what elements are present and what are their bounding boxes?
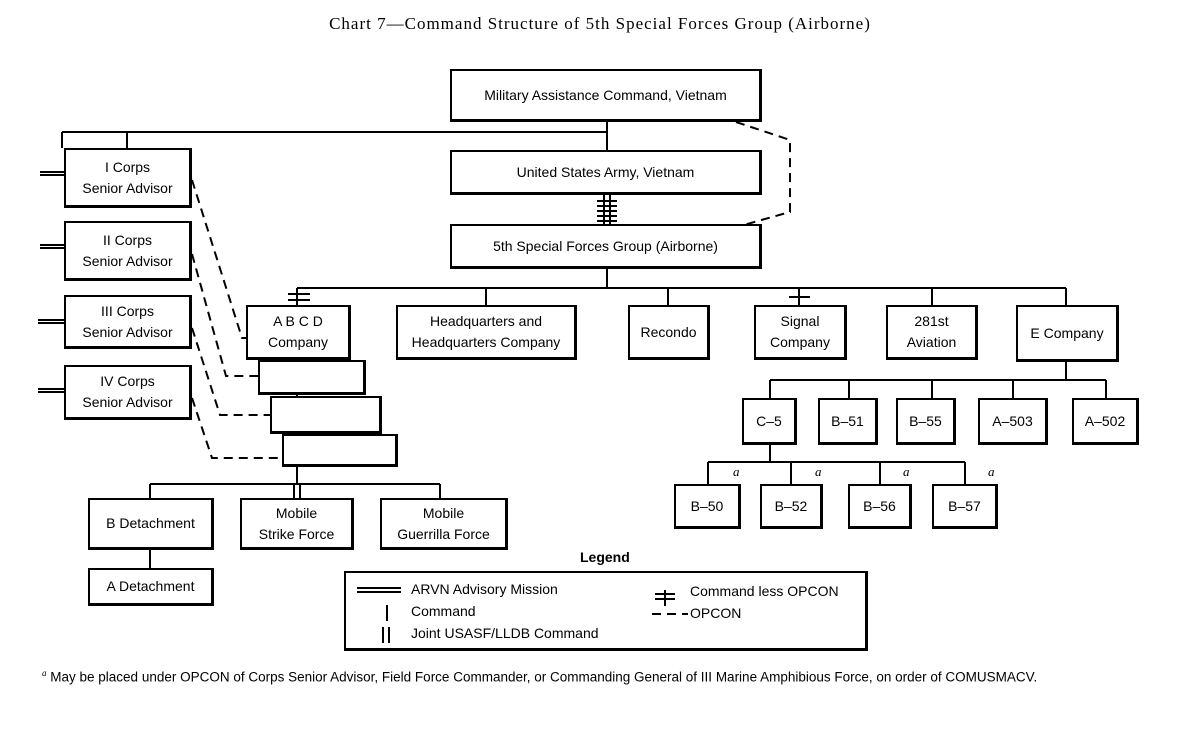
node-b56: B–56	[848, 484, 912, 529]
footnote-mark: a	[42, 668, 47, 678]
company-stack-box-2	[270, 396, 382, 434]
node-corps-2: II Corps Senior Advisor	[64, 221, 192, 281]
node-a503: A–503	[978, 398, 1048, 445]
node-abcd-company: A B C D Company	[246, 305, 351, 360]
footnote-text: May be placed under OPCON of Corps Senio…	[50, 669, 1038, 685]
node-a-detachment: A Detachment	[88, 568, 214, 606]
node-usarv: United States Army, Vietnam	[450, 150, 762, 195]
node-b57: B–57	[932, 484, 998, 529]
node-corps-1: I Corps Senior Advisor	[64, 148, 192, 208]
node-macv: Military Assistance Command, Vietnam	[450, 69, 762, 122]
note-mark-b57: a	[988, 464, 995, 479]
node-mobile-strike-force: Mobile Strike Force	[240, 498, 354, 550]
node-281st-aviation: 281st Aviation	[886, 305, 978, 360]
node-corps-4: IV Corps Senior Advisor	[64, 365, 192, 420]
node-b50: B–50	[674, 484, 741, 529]
node-mobile-guerrilla-force: Mobile Guerrilla Force	[380, 498, 508, 550]
node-b55: B–55	[896, 398, 956, 445]
node-e-company: E Company	[1016, 305, 1119, 362]
node-b-detachment: B Detachment	[88, 498, 214, 550]
node-corps-3: III Corps Senior Advisor	[64, 295, 192, 349]
node-recondo: Recondo	[628, 305, 710, 360]
legend-label-command-less-opcon: Command less OPCON	[690, 583, 839, 599]
legend-label-opcon: OPCON	[690, 605, 742, 621]
note-mark-b50: a	[733, 464, 740, 479]
chart-title: Chart 7—Command Structure of 5th Special…	[329, 14, 871, 33]
note-mark-b56: a	[903, 464, 910, 479]
legend-label-command: Command	[411, 603, 476, 619]
note-mark-b52: a	[815, 464, 822, 479]
legend-label-arvn: ARVN Advisory Mission	[411, 581, 558, 597]
footnote: a May be placed under OPCON of Corps Sen…	[42, 663, 1172, 688]
legend-title: Legend	[580, 549, 630, 565]
node-b51: B–51	[818, 398, 878, 445]
company-stack-box-1	[258, 360, 366, 395]
company-stack-box-3	[282, 434, 398, 467]
node-a502: A–502	[1072, 398, 1139, 445]
legend-label-joint: Joint USASF/LLDB Command	[411, 625, 599, 641]
node-hq-company: Headquarters and Headquarters Company	[396, 305, 577, 360]
node-signal-company: Signal Company	[754, 305, 847, 360]
node-5th-sfg: 5th Special Forces Group (Airborne)	[450, 224, 762, 269]
node-c5: C–5	[742, 398, 797, 445]
node-b52: B–52	[760, 484, 823, 529]
legend	[344, 571, 868, 651]
